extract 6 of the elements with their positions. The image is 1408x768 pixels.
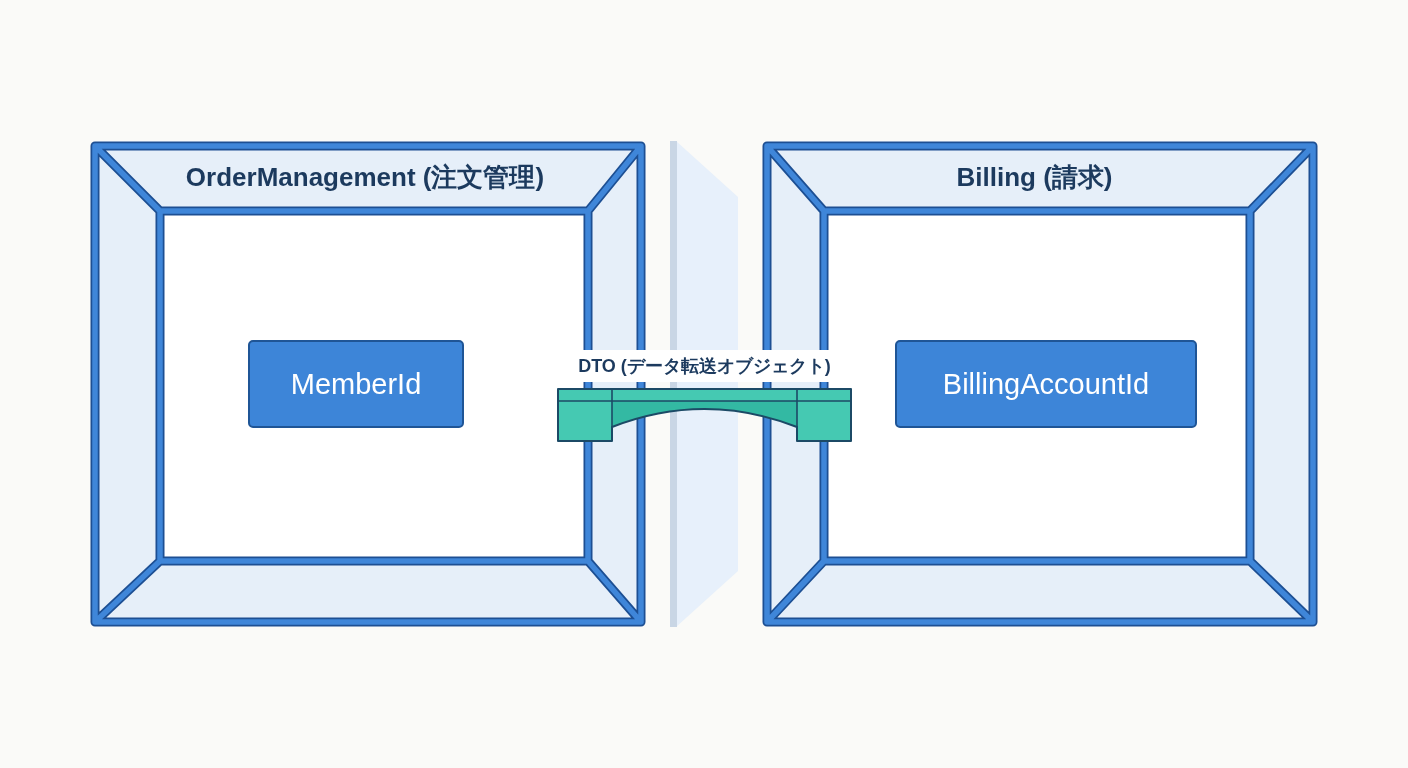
id-name: BillingAccountId	[942, 367, 1150, 401]
id-box	[895, 340, 1197, 428]
context-title: Billing (請求)	[955, 161, 1114, 193]
id-name: MemberId	[290, 367, 422, 401]
id-box	[248, 340, 464, 428]
context-title: OrderManagement (注文管理)	[185, 161, 545, 193]
